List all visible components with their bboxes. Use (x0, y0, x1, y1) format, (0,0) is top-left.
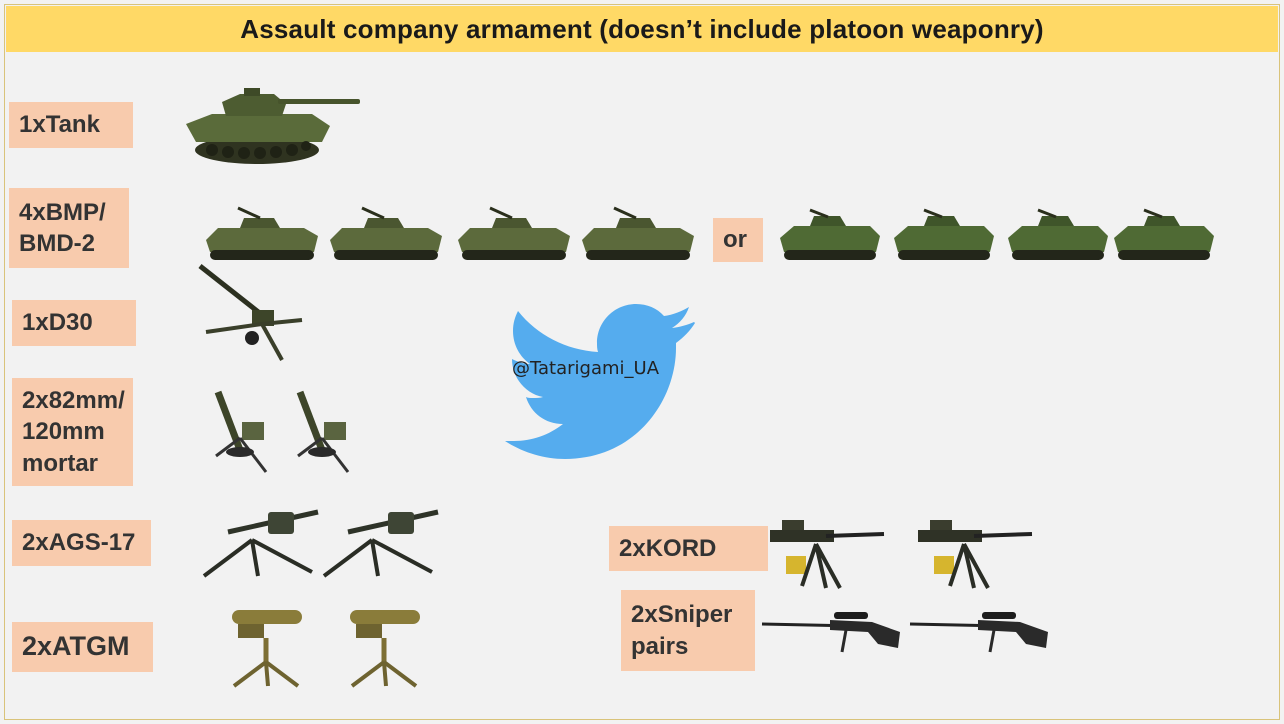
bmd-icon (780, 208, 880, 260)
mortar-icon (214, 390, 268, 473)
machine-gun-icon (770, 520, 885, 589)
label-sniper: 2xSniper pairs (621, 590, 755, 671)
tank-icon (186, 88, 360, 164)
bmd-icon (894, 208, 994, 260)
slide-frame (4, 4, 1280, 720)
bmp-icon (458, 206, 570, 260)
grenade-launcher-icon (322, 509, 439, 578)
slide-title: Assault company armament (doesn’t includ… (6, 6, 1278, 52)
bmd-icon (1114, 208, 1214, 260)
label-mortar: 2x82mm/ 120mm mortar (12, 378, 133, 486)
twitter-bird-icon (505, 304, 695, 459)
twitter-handle: @Tatarigami_UA (512, 358, 660, 379)
mortar-icon (296, 390, 350, 473)
bmp-icon (206, 206, 318, 260)
bmp-icon (330, 206, 442, 260)
label-ags: 2xAGS-17 (12, 520, 151, 566)
label-d30: 1xD30 (12, 300, 136, 346)
bmd-icon (1008, 208, 1108, 260)
atgm-launcher-icon (232, 610, 302, 688)
machine-gun-icon (918, 520, 1033, 589)
label-atgm: 2xATGM (12, 622, 153, 672)
atgm-launcher-icon (350, 610, 420, 688)
sniper-rifle-icon (909, 612, 1048, 653)
label-bmp-bmd: 4xBMP/ BMD-2 (9, 188, 129, 268)
label-tank: 1xTank (9, 102, 133, 148)
howitzer-icon (198, 264, 303, 361)
bmp-icon (582, 206, 694, 260)
grenade-launcher-icon (202, 509, 319, 578)
label-kord: 2xKORD (609, 526, 768, 571)
sniper-rifle-icon (761, 612, 900, 653)
label-or: or (713, 218, 763, 262)
